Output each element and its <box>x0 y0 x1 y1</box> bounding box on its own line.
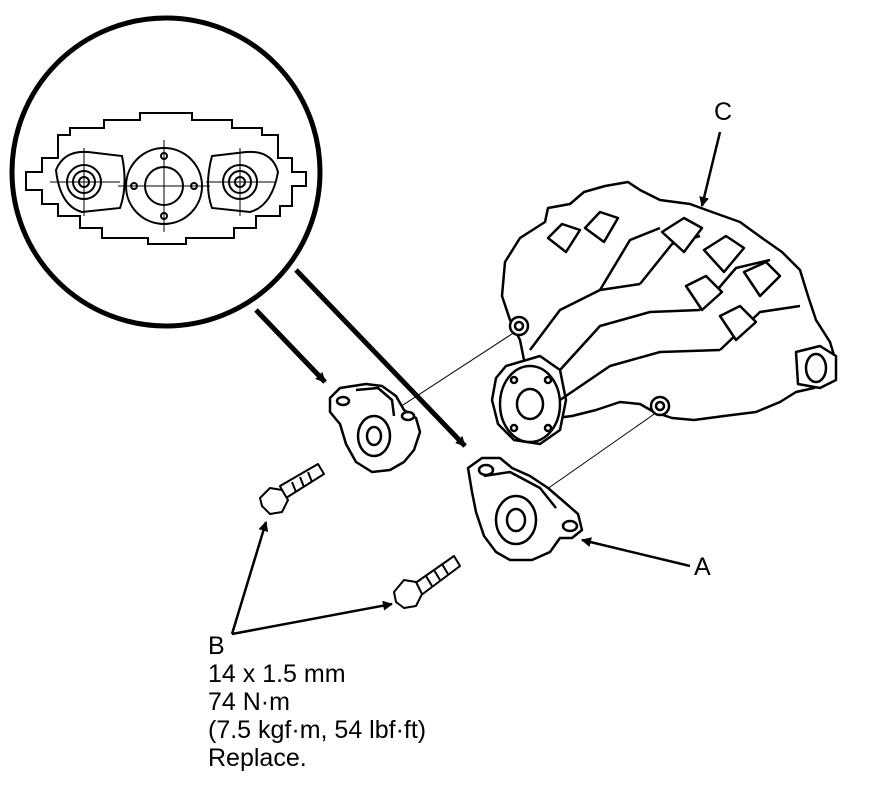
detail-view-circle <box>9 15 323 329</box>
detail-leader-arrows <box>254 268 467 448</box>
bolt-spec-block: B 14 x 1.5 mm 74 N·m (7.5 kgf·m, 54 lbf·… <box>208 632 426 772</box>
callout-label-a: A <box>694 553 711 581</box>
callout-label-c: C <box>714 98 733 126</box>
bolt-torque-nm: 74 N·m <box>208 688 290 716</box>
callout-leaders <box>230 131 722 636</box>
upper-mount-bracket <box>328 382 422 474</box>
bolt-torque-alt: (7.5 kgf·m, 54 lbf·ft) <box>208 716 427 744</box>
callout-label-b: B <box>208 632 225 660</box>
mount-a-bracket <box>466 456 584 562</box>
mounting-bolt-lower <box>393 555 461 609</box>
rear-differential-assembly <box>490 180 838 446</box>
mounting-bolt-upper <box>259 463 325 515</box>
bolt-thread-size: 14 x 1.5 mm <box>208 660 346 688</box>
bolt-replace-note: Replace. <box>208 744 307 772</box>
